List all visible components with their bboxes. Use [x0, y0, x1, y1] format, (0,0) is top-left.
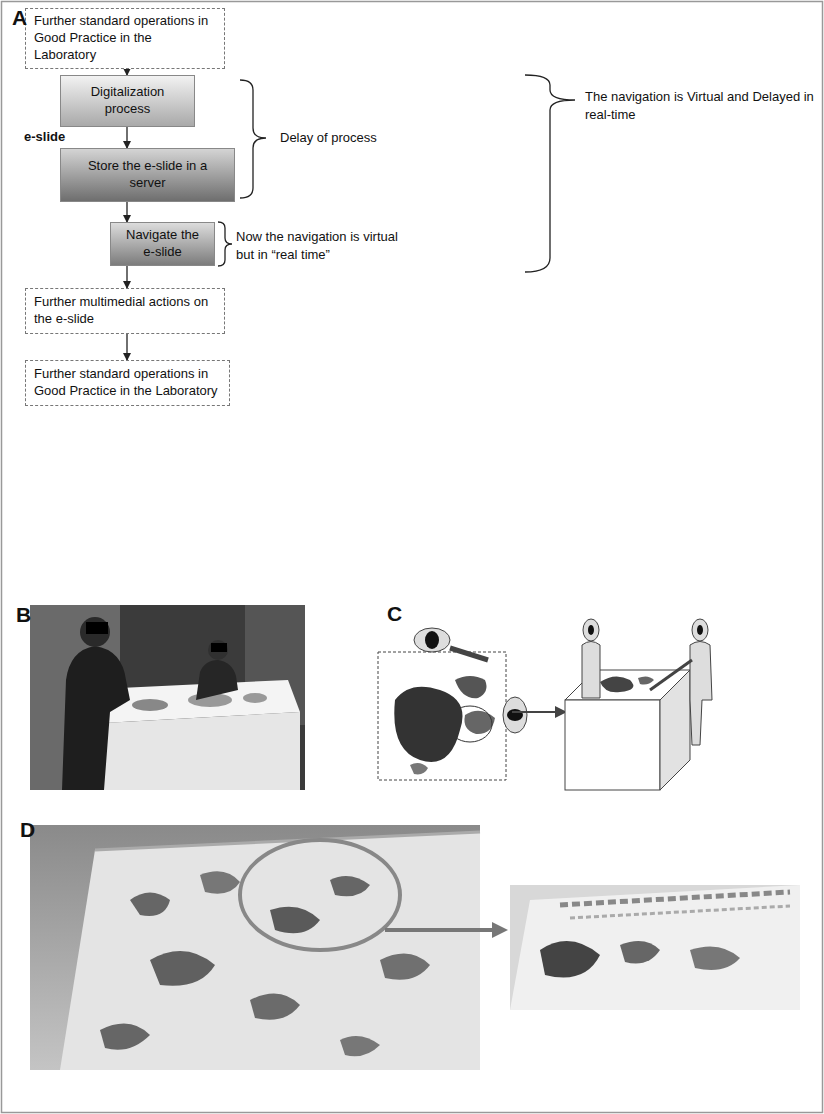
photo-d-part: [510, 885, 800, 1010]
drawing-c-part: [455, 676, 486, 698]
photo-d-part: [95, 832, 480, 850]
drawing-c-part: [503, 697, 527, 733]
drawing-c-part: [414, 628, 450, 652]
box-text: Further multimedial actions on the e-sli…: [34, 294, 216, 328]
drawing-c-part: [512, 711, 555, 713]
dashed-process-box: Further multimedial actions on the e-sli…: [25, 288, 225, 334]
photo-b-part: [80, 617, 110, 647]
photo-d-part: [270, 907, 320, 934]
process-box: Navigate the e-slide: [110, 222, 215, 266]
photo-b-part: [243, 693, 267, 703]
drawing-c-part: [425, 631, 439, 649]
photo-b-part: [86, 712, 300, 790]
box-text: Further standard operations in Good Prac…: [34, 13, 216, 64]
photo-b-part: [132, 699, 168, 711]
photo-d-part: [380, 954, 430, 980]
photo-d-part: [150, 951, 215, 986]
dashed-process-box: Further standard operations in Good Prac…: [25, 8, 225, 69]
drawing-c-part: [638, 676, 654, 684]
drawing-c-part: [583, 619, 599, 641]
drawing-c-part: [600, 676, 633, 692]
box-label: Further multimedial actions on the e-sli…: [34, 294, 216, 328]
photo-b-part: [211, 643, 227, 652]
photo-d-part: [385, 928, 495, 932]
photo-d-part: [30, 825, 480, 1070]
box-text: Digitalization process: [69, 84, 186, 118]
annotation: The navigation is Virtual and Delayed in…: [585, 88, 820, 123]
drawing-c-part: [690, 642, 712, 746]
photo-d-part: [540, 941, 600, 977]
drawing-c: [378, 619, 712, 790]
brace: [218, 75, 575, 272]
photo-d-part: [690, 946, 740, 970]
photo-d: [30, 825, 800, 1070]
photo-b-part: [86, 622, 108, 634]
photo-b: [30, 605, 305, 790]
brace-part: [218, 222, 232, 266]
drawing-c-part: [692, 619, 708, 641]
photo-d-part: [250, 994, 300, 1020]
photo-d-part: [240, 840, 400, 950]
process-box: Store the e-slide in a server: [60, 148, 235, 202]
box-text: Further standard operations in Good Prac…: [34, 366, 221, 400]
flow-arrow: [126, 334, 127, 360]
process-box: Digitalization process: [60, 75, 195, 127]
box-label: Navigate the e-slide: [119, 227, 206, 261]
photo-d-part: [510, 885, 800, 1010]
drawing-c-part: [507, 709, 523, 721]
box-label: Further standard operations in Good Prac…: [34, 366, 221, 400]
annotation: Now the navigation is virtual but in “re…: [236, 228, 416, 263]
drawing-c-part: [410, 763, 428, 774]
brace-part: [240, 80, 266, 198]
drawing-c-part: [582, 642, 600, 699]
dashed-process-box: Further standard operations in Good Prac…: [25, 360, 230, 406]
photo-d-part: [200, 871, 240, 893]
drawing-c-part: [697, 625, 703, 635]
drawing-c-part: [660, 670, 690, 790]
photo-b-part: [208, 640, 228, 660]
panel-letter: D: [20, 816, 35, 844]
drawing-c-part: [588, 625, 594, 635]
photo-b-part: [196, 660, 238, 700]
drawing-c-part: [565, 700, 660, 790]
panel-letter: C: [387, 600, 402, 628]
photo-d-part: [130, 893, 170, 917]
flow-arrow: [126, 127, 127, 148]
box-label: Store the e-slide in a server: [69, 158, 226, 192]
photo-b-part: [62, 646, 130, 790]
photo-d-part: [492, 922, 508, 938]
panel-letter: A: [12, 4, 27, 32]
photo-d-part: [330, 876, 370, 896]
photo-d-part: [60, 832, 480, 1070]
drawing-c-part: [394, 687, 462, 762]
photo-d-part: [100, 1024, 150, 1050]
brace-part: [525, 75, 575, 272]
panel-letter: B: [16, 601, 31, 629]
flow-arrow: [126, 202, 127, 222]
flow-arrow: [126, 266, 127, 288]
photo-b-part: [30, 605, 305, 790]
annotation: e-slide: [24, 128, 65, 146]
photo-d-part: [620, 941, 660, 964]
photo-d-part: [560, 892, 790, 905]
drawing-c-part: [650, 660, 692, 690]
drawing-c-part: [378, 652, 506, 780]
drawing-c-part: [450, 648, 488, 660]
box-label: Digitalization process: [69, 84, 186, 118]
photo-d-part: [340, 1036, 380, 1056]
box-text: Store the e-slide in a server: [69, 158, 226, 192]
photo-d-part: [570, 906, 790, 918]
drawing-c-part: [448, 706, 492, 742]
box-text: Navigate the e-slide: [119, 227, 206, 261]
box-label: Further standard operations in Good Prac…: [34, 13, 216, 64]
annotation: Delay of process: [280, 129, 377, 147]
